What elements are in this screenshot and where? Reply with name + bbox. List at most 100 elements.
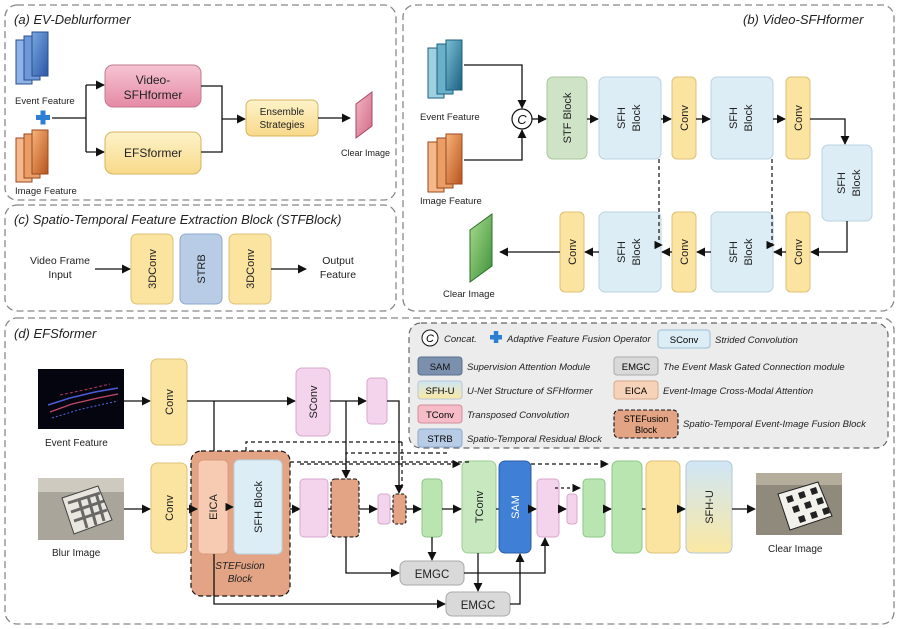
d-decoder-green-1 xyxy=(582,478,606,538)
svg-text:STEFusion: STEFusion xyxy=(624,414,669,424)
d-sconv-small xyxy=(366,377,388,425)
b-sfh-block-5 xyxy=(598,211,662,293)
legend-sconv-tag xyxy=(657,329,711,349)
b-clear-image-icon xyxy=(469,213,493,283)
c-input-label-2: Input xyxy=(48,269,71,281)
d-sconv xyxy=(295,367,331,437)
b-conv-1 xyxy=(671,76,697,160)
c-3dconv-label-2: 3DConv xyxy=(245,249,257,289)
svg-text:SFH Block: SFH Block xyxy=(253,481,265,533)
d-bottleneck-green xyxy=(421,478,443,538)
svg-text:Conv: Conv xyxy=(793,105,805,131)
svg-text:Conv: Conv xyxy=(679,239,691,265)
svg-text:SConv: SConv xyxy=(670,335,699,346)
svg-text:EMGC: EMGC xyxy=(415,569,450,581)
panel-a-title: (a) EV-Deblurformer xyxy=(14,12,131,27)
d-decoder-yellow xyxy=(645,460,681,554)
b-image-feature-label: Image Feature xyxy=(420,196,482,207)
a-clear-image-icon xyxy=(355,91,373,139)
b-sfh-block-4 xyxy=(710,211,774,293)
svg-text:SAM: SAM xyxy=(510,495,522,519)
a-efsformer-label: EFSformer xyxy=(124,146,182,160)
a-efsformer-box xyxy=(104,131,202,175)
d-tconv xyxy=(461,460,497,554)
svg-text:EICA: EICA xyxy=(208,494,220,520)
legend-afo-text: Adaptive Feature Fusion Operator xyxy=(506,334,651,345)
legend-eica-tag xyxy=(613,380,659,400)
legend-concat-icon xyxy=(421,329,439,347)
svg-text:EICA: EICA xyxy=(625,386,648,397)
svg-text:STRB: STRB xyxy=(427,434,452,445)
svg-text:Conv: Conv xyxy=(793,239,805,265)
svg-text:Conv: Conv xyxy=(567,239,579,265)
legend-tconv-tag xyxy=(417,404,463,424)
d-decoder-green-2 xyxy=(611,460,643,554)
panel-c-title: (c) Spatio-Temporal Feature Extraction B… xyxy=(14,212,342,227)
b-stf-block-label: STF Block xyxy=(562,92,574,143)
svg-text:Block: Block xyxy=(743,104,755,131)
a-ensemble-label-1: Ensemble xyxy=(260,107,305,118)
d-decoder-pink-2 xyxy=(566,493,578,525)
a-video-sfhformer-label-1: Video- xyxy=(136,73,170,87)
legend-strb-tag xyxy=(417,428,463,448)
a-event-feature-stack xyxy=(15,31,49,85)
b-stf-block xyxy=(546,76,588,160)
a-clear-image-label: Clear Image xyxy=(341,148,390,158)
legend-strb-text: Spatio-Temporal Residual Block xyxy=(467,434,603,445)
d-sfh-block xyxy=(233,459,283,555)
svg-text:SFH: SFH xyxy=(728,107,740,129)
svg-text:EMGC: EMGC xyxy=(622,362,651,373)
b-clear-image-label: Clear Image xyxy=(443,289,495,300)
svg-text:C: C xyxy=(426,333,434,345)
d-encoder-pink-1 xyxy=(299,478,329,538)
svg-text:SFH: SFH xyxy=(616,241,628,263)
b-event-feature-stack xyxy=(427,39,463,99)
a-fusion-plus-icon xyxy=(36,110,50,125)
svg-text:Conv: Conv xyxy=(164,495,176,521)
panel-c-frame xyxy=(4,204,397,312)
svg-text:Block: Block xyxy=(228,574,253,585)
legend-sam-tag xyxy=(417,356,463,376)
c-3dconv-box-1 xyxy=(130,233,174,305)
legend-concat-text: Concat. xyxy=(444,334,477,345)
c-output-label-2: Feature xyxy=(320,269,356,281)
svg-text:Block: Block xyxy=(743,238,755,265)
legend-tconv-text: Transposed Convolution xyxy=(467,410,569,421)
svg-text:Block: Block xyxy=(635,425,658,435)
legend-afo-icon xyxy=(490,331,502,343)
b-image-feature-stack xyxy=(427,133,463,193)
d-event-conv xyxy=(150,358,188,446)
d-blur-image xyxy=(38,478,124,540)
svg-text:SConv: SConv xyxy=(308,385,320,419)
svg-text:Conv: Conv xyxy=(679,105,691,131)
c-strb-box xyxy=(179,233,223,305)
b-sfh-block-1 xyxy=(598,76,662,160)
d-event-feature-image xyxy=(38,369,124,429)
svg-text:TConv: TConv xyxy=(474,490,486,523)
legend-emgc-text: The Event Mask Gated Connection module xyxy=(663,362,845,373)
legend-emgc-tag xyxy=(613,356,659,376)
svg-text:SFH-U: SFH-U xyxy=(425,386,454,397)
panel-b-title: (b) Video-SFHformer xyxy=(743,12,864,27)
svg-text:SFH: SFH xyxy=(616,107,628,129)
svg-text:SFH: SFH xyxy=(836,172,848,194)
legend-stef-text: Spatio-Temporal Event-Image Fusion Block xyxy=(683,419,867,430)
svg-text:SFH-U: SFH-U xyxy=(704,490,716,524)
legend-sam-text: Supervision Attention Module xyxy=(467,362,590,373)
c-3dconv-label-1: 3DConv xyxy=(147,249,159,289)
a-event-feature-label: Event Feature xyxy=(15,96,75,107)
panel-d-frame xyxy=(4,317,895,625)
svg-text:Block: Block xyxy=(631,104,643,131)
legend-stef-tag xyxy=(613,409,679,439)
c-output-label-1: Output xyxy=(322,255,354,267)
panel-d-title: (d) EFSformer xyxy=(14,326,97,341)
d-clear-image-label: Clear Image xyxy=(768,544,823,555)
b-sfh-block-2 xyxy=(710,76,774,160)
d-stefusion-small-2 xyxy=(392,493,407,525)
legend-eica-text: Event-Image Cross-Modal Attention xyxy=(663,386,813,397)
legend-sfhu-tag xyxy=(417,380,463,400)
d-image-conv xyxy=(150,462,188,554)
svg-text:SFH: SFH xyxy=(728,241,740,263)
